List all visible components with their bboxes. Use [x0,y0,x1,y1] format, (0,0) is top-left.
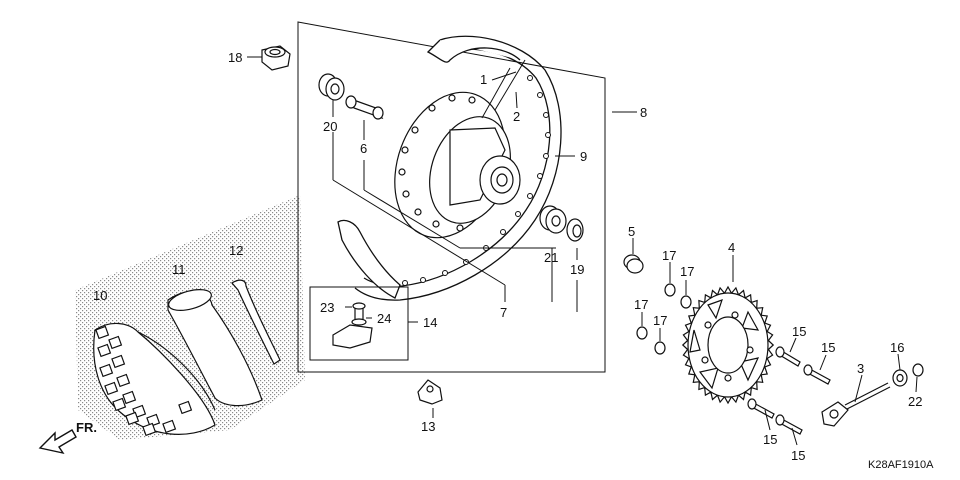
label-20: 20 [323,119,337,134]
arrow-icon [38,429,77,455]
wheel-assembly-frame [297,21,606,373]
label-15c: 15 [763,432,777,447]
rim-lock-cap-13 [417,379,443,405]
bearing-21 [539,205,567,234]
driven-sprocket [681,285,775,405]
label-15d: 15 [791,448,805,463]
wheel-hub [394,91,521,239]
label-14: 14 [423,315,437,330]
label-2: 2 [513,109,520,124]
spokes [481,59,526,119]
label-18: 18 [228,50,242,65]
wheel-rim [337,35,562,301]
label-15b: 15 [821,340,835,355]
label-16: 16 [890,340,904,355]
collar-5 [623,254,644,274]
diagram-code: K28AF1910A [868,459,934,471]
label-23: 23 [320,300,334,315]
label-19: 19 [570,262,584,277]
label-24: 24 [377,311,391,326]
label-1: 1 [480,72,487,87]
label-17d: 17 [653,313,667,328]
label-15a: 15 [792,324,806,339]
front-direction-arrow: FR. [38,420,97,455]
label-3: 3 [857,361,864,376]
inner-tube [167,289,263,407]
leader-lines [247,56,918,446]
label-22: 22 [908,394,922,409]
rim-lock-group [309,286,409,361]
bearing-20 [318,73,345,101]
label-12: 12 [229,243,243,258]
rim-band [231,279,281,365]
label-5: 5 [628,224,635,239]
label-10: 10 [93,288,107,303]
label-17c: 17 [634,297,648,312]
label-8: 8 [640,105,647,120]
chain-adjuster-3 [821,382,891,427]
label-4: 4 [728,240,735,255]
label-17a: 17 [662,248,676,263]
dust-seal-19 [566,218,584,242]
label-6: 6 [360,141,367,156]
direction-label: FR. [76,420,97,435]
label-13: 13 [421,419,435,434]
label-9: 9 [580,149,587,164]
tire [93,322,216,437]
label-17b: 17 [680,264,694,279]
label-7: 7 [500,305,507,320]
sprocket-nuts-17 [636,283,692,355]
part-labels: 18 1 2 20 6 8 9 5 4 12 17 17 21 19 11 10… [93,50,922,463]
axle-nut-18 [261,45,291,71]
label-21: 21 [544,250,558,265]
sprocket-bolts-15 [747,346,831,435]
distance-collar-6 [345,95,384,120]
label-11: 11 [172,262,186,277]
adjuster-nuts [892,363,924,387]
